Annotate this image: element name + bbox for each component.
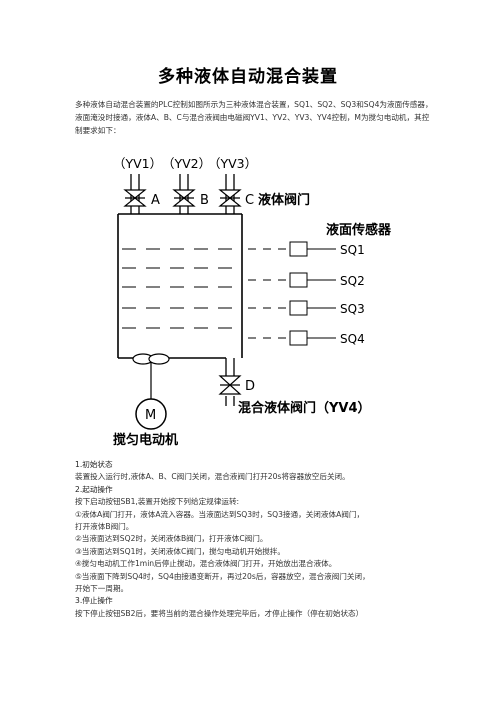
sensor-sq3: SQ3 [340,302,365,316]
motor-symbol: M [145,408,156,423]
sensor-sq4: SQ4 [340,332,365,346]
mixing-device-diagram: （YV1） （YV2） （YV3） A B C 液体阀门 [113,156,392,448]
stop-text: 按下停止按钮SB2后，要将当前的混合操作处理完毕后，才停止操作（停在初始状态） [75,608,364,618]
container [117,213,243,359]
liquid-valve-label: 液体阀门 [258,192,310,208]
agitator-icon [132,353,170,400]
step-3-text: ③当液面达到SQ1时，关闭液体C阀门，搅匀电动机开始搅拌。 [75,546,285,556]
step-5-text: ⑤当液面下降到SQ4时，SQ4由接通变断开，再过20s后，容器放空，混合液阀门关… [75,571,370,581]
motor-icon [135,398,167,430]
valve-a-icon [123,189,147,207]
valve-c-icon [218,189,242,207]
valve-label-yv2: （YV2） [162,156,211,171]
sensor-sq2: SQ2 [340,274,365,288]
section-heading-initial: 1.初始状态 [75,460,113,469]
valve-letter-c: C [245,193,254,208]
valve-label-yv3: （YV3） [208,156,257,171]
intro-paragraph: 多种液体自动混合装置的PLC控制如图所示为三种液体混合装置，SQ1、SQ2、SQ… [75,100,433,135]
section-heading-stop: 3.停止操作 [75,596,113,606]
valve-b-icon [172,189,196,207]
valve-letter-b: B [200,193,209,208]
sensor-title: 液面传感器 [326,222,392,238]
step-4-text: ④搅匀电动机工作1min后停止搅动，混合液体阀门打开，开始放出混合液体。 [75,559,337,569]
valve-letter-a: A [151,193,160,208]
sensor-sq1: SQ1 [340,243,365,257]
step-1-text: ①液体A阀门打开，液体A流入容器。当液面达到SQ3时，SQ3接通，关闭液体A阀门… [75,509,365,519]
step-2-text: ②当液面达到SQ2时，关闭液体B阀门，打开液体C阀门。 [75,534,268,544]
initial-state-text: 装置投入运行时,液体A、B、C阀门关闭，混合液阀门打开20s将容器放空后关闭。 [75,472,350,482]
requirements-text: 1.初始状态 装置投入运行时,液体A、B、C阀门关闭，混合液阀门打开20s将容器… [75,459,435,620]
mix-valve-label: 混合液体阀门（YV4） [238,400,371,416]
valve-label-yv1: （YV1） [113,156,162,171]
mix-valve-icon [218,375,242,395]
section-heading-start: 2.起动操作 [75,484,113,494]
start-intro-text: 按下启动按钮SB1,装置开始按下列给定规律运转: [75,497,240,507]
step-5-text-cont: 开始下一周期。 [75,584,129,594]
document-title: 多种液体自动混合装置 [158,67,338,87]
motor-label: 搅匀电动机 [113,432,178,448]
mix-valve-letter: D [245,379,255,394]
step-1-text-cont: 打开液体B阀门。 [75,522,134,532]
